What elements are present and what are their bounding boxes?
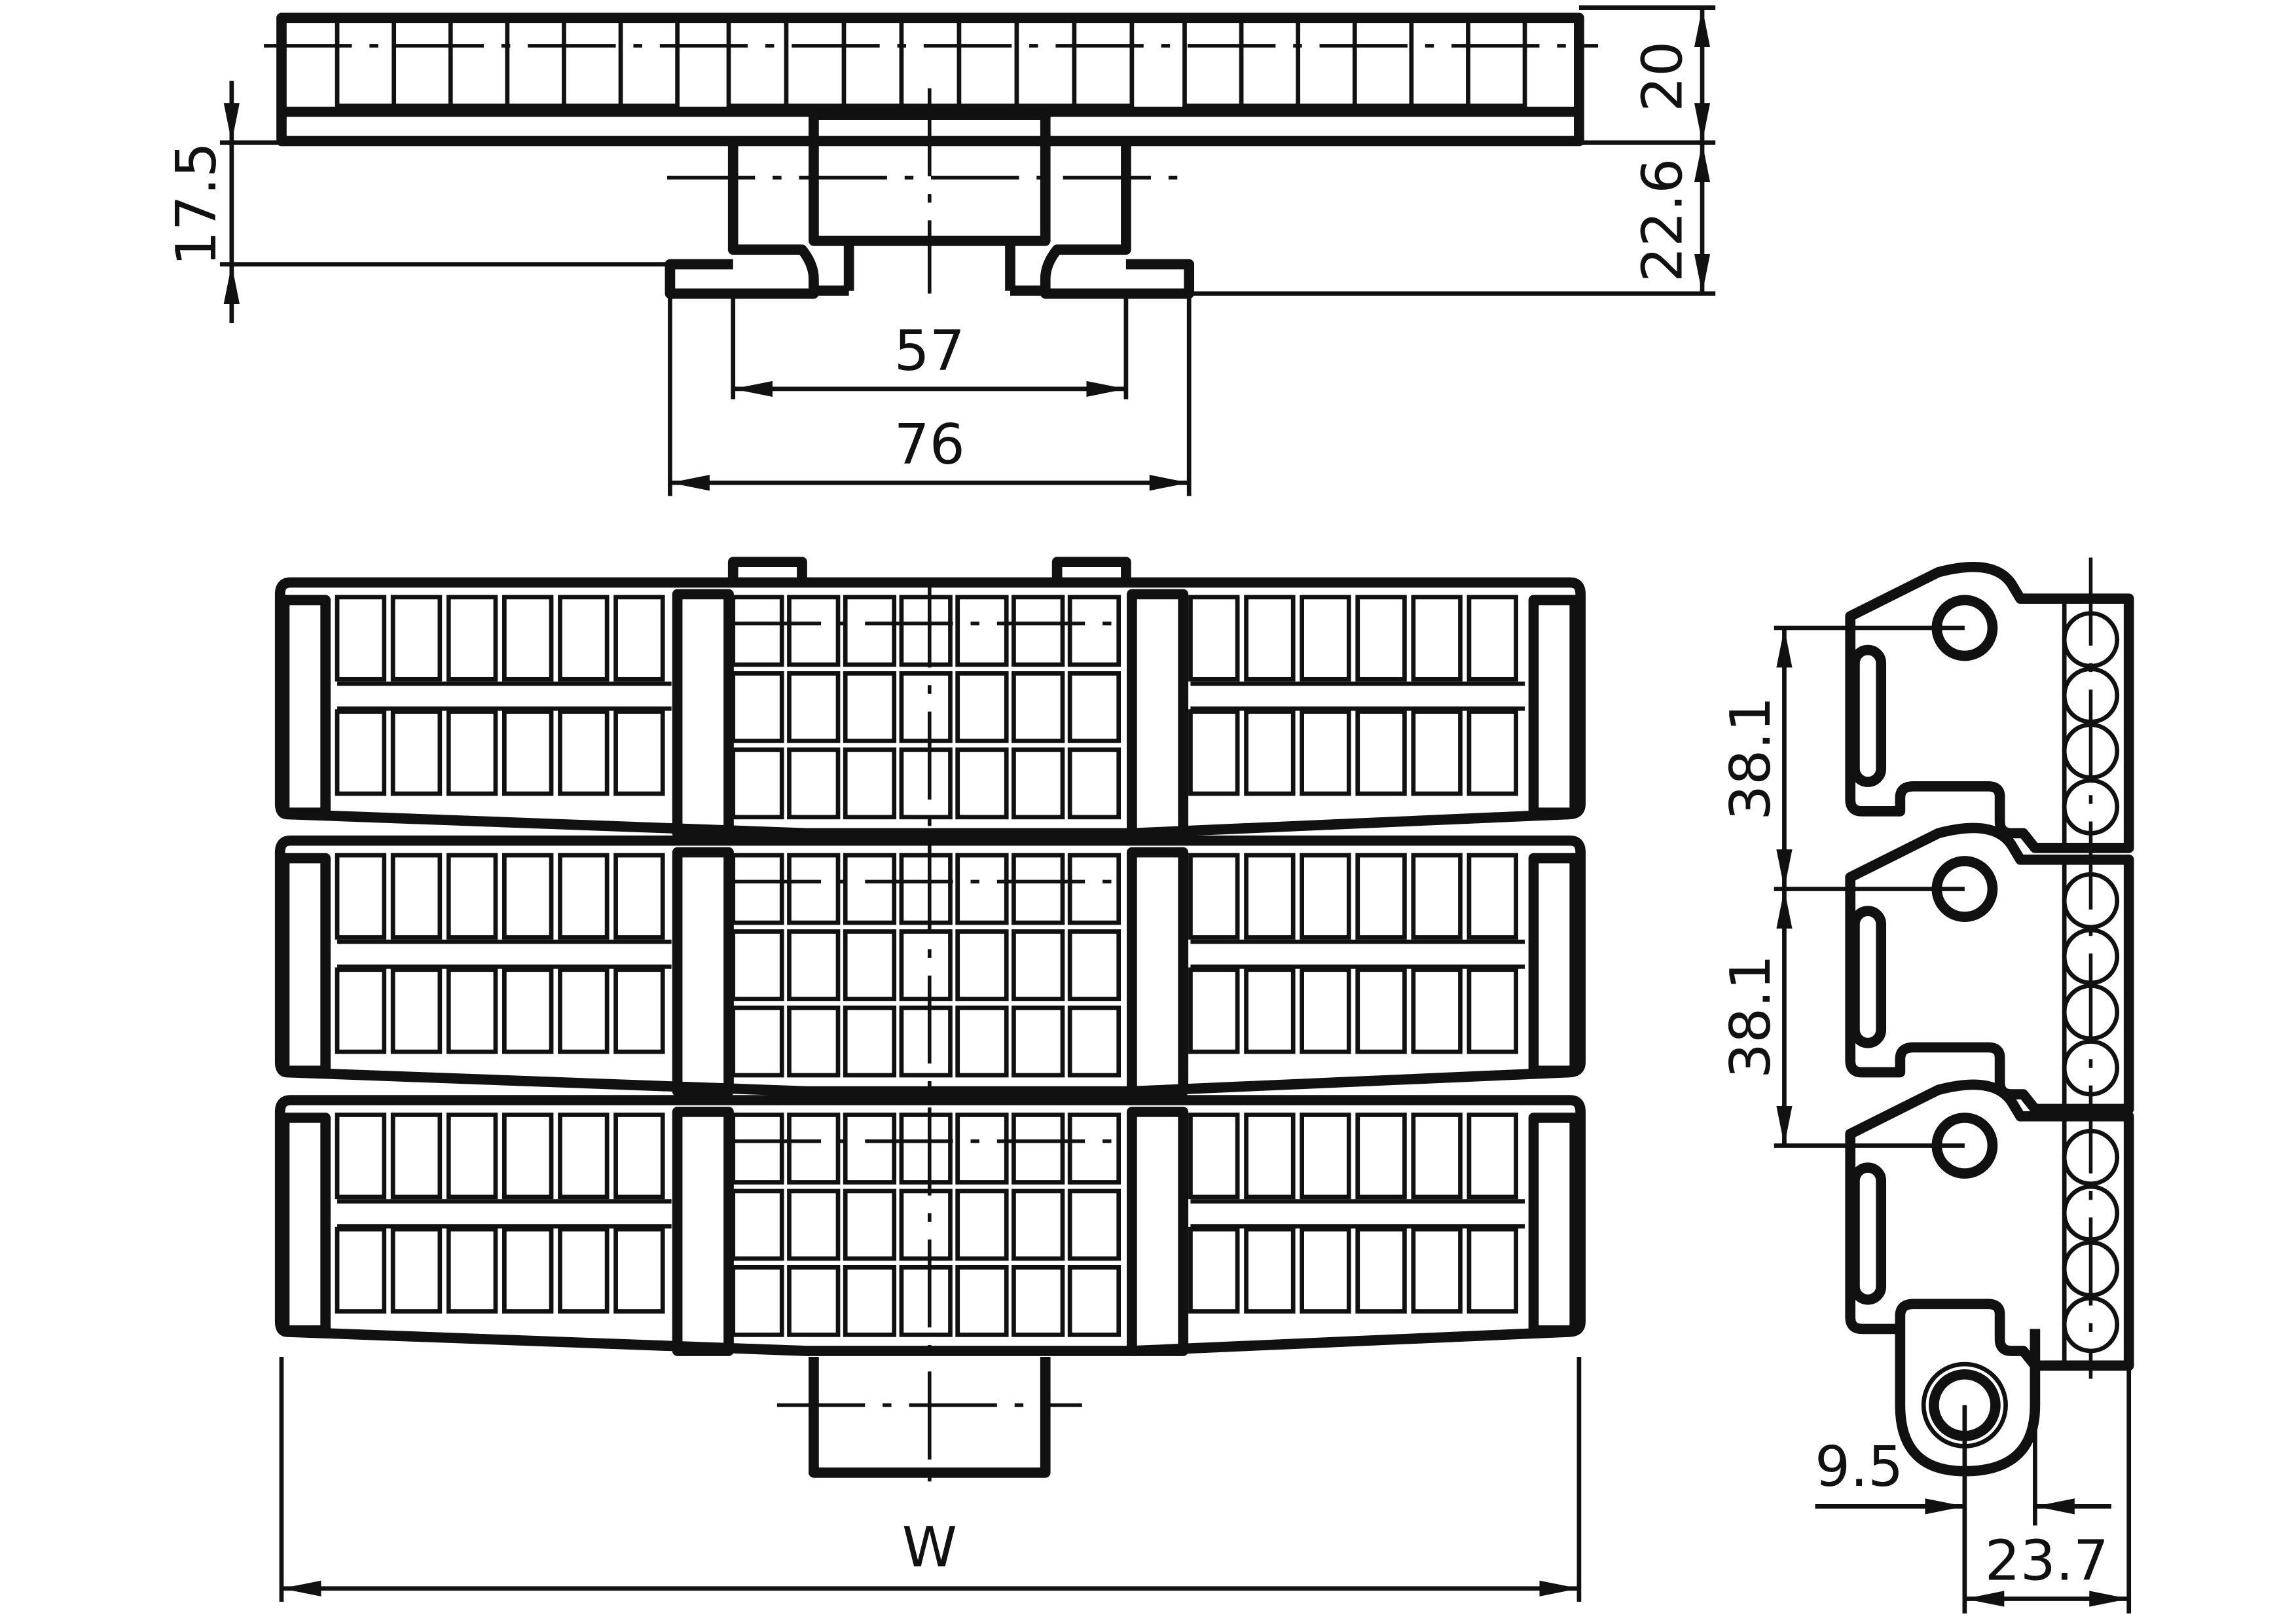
plan-view [274,557,1586,1356]
dim-top-height: 20 [1631,41,1696,112]
dim-width: W [902,1515,957,1580]
dim-pin-depth: 22.6 [1631,158,1696,282]
side-view-dimensions: 38.1 38.1 9.5 23.7 [1719,625,2132,1614]
dim-side-depth: 23.7 [1985,1528,2109,1593]
dim-pitch-2: 38.1 [1719,955,1783,1079]
chain-link-3 [274,1095,1586,1356]
dim-pitch-1: 38.1 [1719,697,1783,821]
chain-link-1 [274,557,1586,839]
side-link-1 [1845,562,2134,853]
side-link-2 [1845,822,2134,1115]
top-elevation-view [264,12,1599,299]
side-view [1845,557,2134,1477]
chain-link-2 [274,835,1586,1097]
side-link-3 [1845,1079,2134,1371]
dim-left-depth: 17.5 [164,142,229,266]
top-view-dimensions: 20 22.6 17.5 57 76 [164,5,1716,496]
dim-offset: 9.5 [1815,1435,1903,1500]
bottom-tab [776,580,1082,1482]
dim-inner-width: 57 [894,319,965,384]
dim-outer-width: 76 [894,413,965,477]
width-dimension: W [279,1356,1582,1602]
